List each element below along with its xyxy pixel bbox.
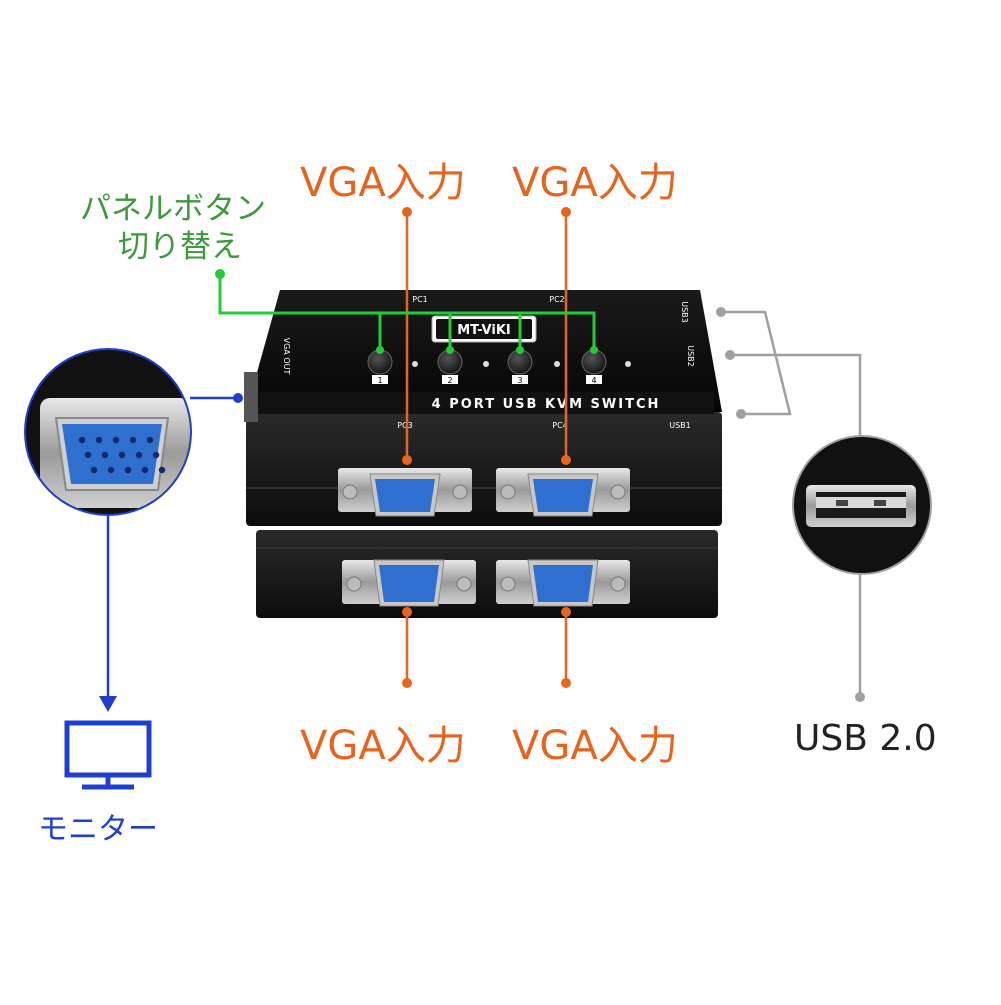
- label-pc1: PC1: [412, 295, 428, 304]
- vga-input-label-top-right: VGA入力: [512, 160, 678, 206]
- usb-leaders: [716, 307, 865, 702]
- vga-port-pc3: [338, 468, 472, 517]
- kvm-switch-device: 4 PORT USB KVM SWITCH MT-ViKI PC1 PC2 PC…: [244, 290, 722, 618]
- label-vga-out: VGA OUT: [282, 338, 291, 375]
- monitor-label: モニター: [38, 812, 158, 847]
- device-top-panel: [246, 290, 722, 412]
- vga-input-leaders: [402, 207, 571, 688]
- label-pc3: PC3: [397, 421, 413, 430]
- label-usb1: USB1: [669, 421, 691, 430]
- panel-button-1-label: 1: [377, 376, 382, 385]
- panel-button-2-label: 2: [447, 376, 452, 385]
- brand-logo: MT-ViKI: [457, 323, 511, 338]
- vga-out-magnifier: [24, 348, 192, 516]
- led-3: [554, 361, 560, 367]
- led-2: [483, 361, 489, 367]
- model-strip: [256, 392, 714, 414]
- panel-button-4-label: 4: [591, 376, 596, 385]
- vga-port-pc1: [342, 559, 476, 607]
- device-front-panel: [246, 412, 722, 526]
- usb-port-magnifier: [792, 435, 932, 575]
- led-1: [412, 361, 418, 367]
- label-usb3: USB3: [680, 301, 689, 323]
- vga-input-label-bottom-right: VGA入力: [512, 723, 678, 769]
- label-usb2: USB2: [686, 345, 695, 367]
- panel-button-leader: [215, 269, 598, 354]
- vga-port-pc2: [496, 559, 630, 607]
- label-pc2: PC2: [549, 295, 565, 304]
- panel-button-label-line2: 切り替え: [118, 229, 242, 265]
- panel-button-label-line1: パネルボタン: [80, 191, 266, 227]
- usb-label: USB 2.0: [794, 718, 937, 759]
- model-text: 4 PORT USB KVM SWITCH: [432, 397, 661, 412]
- led-4: [625, 361, 631, 367]
- label-pc4: PC4: [552, 421, 568, 430]
- panel-button-3-label: 3: [517, 376, 522, 385]
- device-lower-body: [256, 530, 718, 618]
- vga-port-pc4: [496, 468, 630, 517]
- vga-pins: [78, 436, 166, 474]
- vga-input-label-bottom-left: VGA入力: [300, 723, 466, 769]
- vga-out-side-port: [244, 372, 258, 422]
- panel-button-4[interactable]: 4: [581, 349, 607, 385]
- vga-input-label-top-left: VGA入力: [300, 160, 466, 206]
- monitor-leader: [99, 393, 243, 712]
- monitor-icon: [64, 720, 152, 790]
